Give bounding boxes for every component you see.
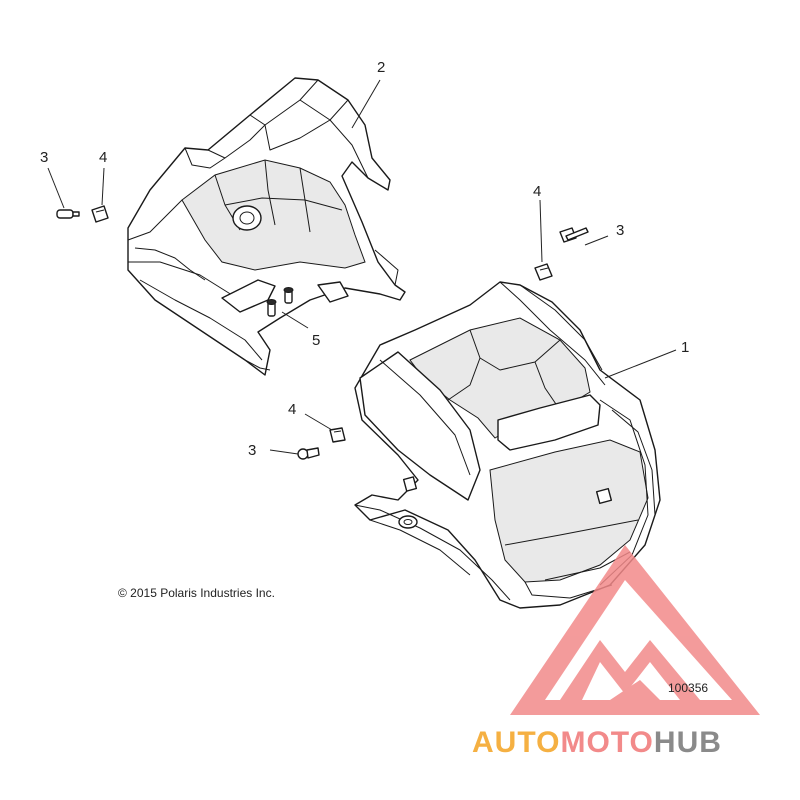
part-3-screw-left [56,209,80,219]
callout-2: 2 [377,59,385,76]
leader-lines [47,79,677,455]
part-4-clip-left [91,205,109,223]
watermark-logo [510,545,760,715]
watermark-text-hub: HUB [654,726,722,759]
part-2-upper-cover [127,77,406,376]
copyright-text: © 2015 Polaris Industries Inc. [118,586,275,600]
part-4-clip-lower [329,427,346,443]
part-3-screw-right [559,227,589,243]
part-5-rivets [266,287,294,317]
watermark-g-shape [610,680,660,700]
callout-3-right: 3 [616,222,624,239]
callout-4-right: 4 [533,183,541,200]
callout-5: 5 [312,332,320,349]
watermark-text: AUTOMOTOHUB [472,726,722,759]
callout-3-lower: 3 [248,442,256,459]
watermark-text-auto: AUTO [472,726,560,759]
watermark-triangle [510,545,760,715]
figure-number: 100356 [668,681,708,695]
part-1-lower-housing [354,281,661,609]
part-4-clip-right [534,263,553,281]
callout-3-left: 3 [40,149,48,166]
callout-4-lower: 4 [288,401,296,418]
part-3-screw-lower [297,447,320,460]
callout-1: 1 [681,339,689,356]
callout-4-left: 4 [99,149,107,166]
watermark-text-moto: MOTO [560,726,653,759]
watermark-m-shape [560,640,700,700]
